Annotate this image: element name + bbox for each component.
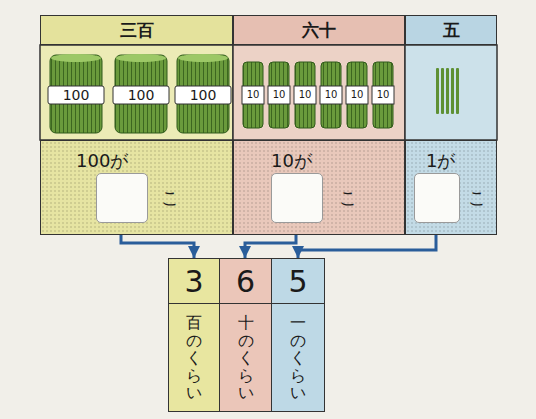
count-prompt: 1が: [426, 149, 455, 173]
place-word: 六十: [302, 19, 336, 42]
hundred-bundle: [48, 54, 104, 133]
single-sticks: [446, 68, 449, 114]
digit-cell: 3: [168, 258, 220, 304]
place-header: 六十: [233, 15, 405, 45]
ten-bundle: [295, 62, 315, 128]
place-header: 三百: [40, 15, 233, 45]
digit: 5: [288, 264, 307, 299]
digit: 6: [236, 264, 255, 299]
place-name-cell: 一のくらい: [271, 303, 325, 412]
bundle-label: 100: [128, 88, 155, 102]
counter-word: こ: [339, 186, 357, 210]
bundle-label: 100: [190, 88, 217, 102]
ten-bundle: [346, 86, 368, 104]
bundle-label: 10: [299, 90, 312, 100]
count-prompt: 100が: [76, 149, 128, 173]
hundred-bundle: [116, 54, 166, 62]
place-word: 五: [443, 19, 460, 42]
place-header: 五: [405, 15, 497, 45]
place-name: 十のくらい: [238, 314, 254, 402]
count-cell: 1がこ: [405, 140, 497, 235]
ten-bundle: [320, 86, 342, 104]
digit-cell: 5: [271, 258, 325, 304]
place-name-cell: 百のくらい: [168, 303, 220, 412]
single-sticks: [436, 68, 459, 114]
place-name-cell: 十のくらい: [219, 303, 272, 412]
count-cell: 100がこ: [40, 140, 233, 235]
answer-box: [271, 173, 323, 223]
place-name: 一のくらい: [290, 314, 306, 402]
ten-bundle: [321, 62, 341, 128]
single-sticks: [441, 68, 444, 114]
digit: 3: [184, 264, 203, 299]
place-word: 三百: [120, 19, 154, 42]
ten-bundle: [243, 62, 263, 128]
bundle-label: 10: [377, 90, 390, 100]
bundle-label: 10: [247, 90, 260, 100]
place-name: 百のくらい: [186, 314, 202, 402]
answer-box: [414, 173, 460, 223]
counter-word: こ: [161, 186, 179, 210]
hundred-bundle: [175, 54, 231, 133]
ten-bundle: [347, 62, 367, 128]
digit-cell: 6: [219, 258, 272, 304]
ten-bundle: [373, 62, 393, 128]
answer-box: [96, 173, 148, 223]
picture-row: [405, 45, 497, 140]
hundred-bundle: [48, 86, 104, 104]
single-sticks: [436, 68, 439, 114]
arrow-connector: [245, 235, 296, 258]
picture-row: [233, 45, 405, 140]
hundred-bundle: [175, 86, 231, 104]
hundred-bundle: [178, 54, 228, 62]
bundle-label: 100: [63, 88, 90, 102]
counter-word: こ: [468, 186, 486, 210]
arrow-connector: [298, 235, 436, 258]
bundle-label: 10: [273, 90, 286, 100]
hundred-bundle: [113, 54, 169, 133]
bundle-label: 10: [351, 90, 364, 100]
count-prompt: 10が: [271, 149, 312, 173]
arrow-connector: [121, 235, 194, 258]
hundred-bundle: [113, 86, 169, 104]
picture-row: [40, 45, 497, 140]
ten-bundle: [242, 86, 264, 104]
bundle-label: 10: [325, 90, 338, 100]
ten-bundle: [372, 86, 394, 104]
hundred-bundle: [51, 54, 101, 62]
ten-bundle: [269, 62, 289, 128]
count-cell: 10がこ: [233, 140, 405, 235]
ten-bundle: [268, 86, 290, 104]
ten-bundle: [294, 86, 316, 104]
ten-bundle: [242, 62, 394, 128]
picture-row: [40, 45, 233, 140]
single-sticks: [451, 68, 454, 114]
single-sticks: [456, 68, 459, 114]
